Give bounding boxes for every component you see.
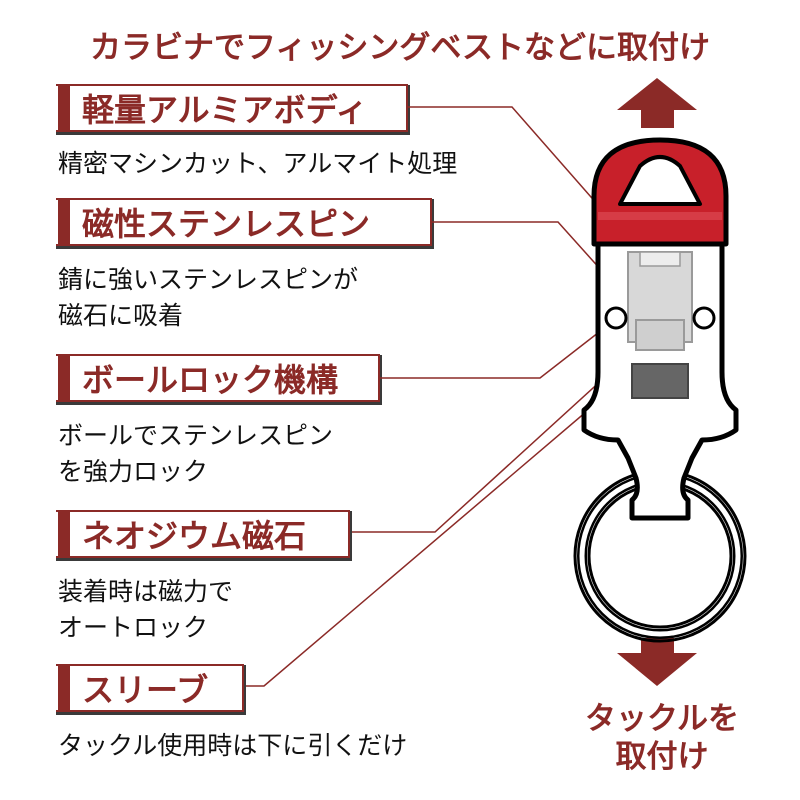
leader-line-magnet <box>352 377 605 533</box>
feature-desc-line: オートロック <box>58 613 209 642</box>
feature-desc-magnet: 装着時は磁力で オートロック <box>58 574 233 646</box>
feature-desc-sleeve: タックル使用時は下に引くだけ <box>58 728 407 764</box>
lock-ball <box>604 306 628 330</box>
feature-title-ball-lock: ボールロック機構 <box>82 361 339 399</box>
leader-line-sleeve <box>246 399 601 687</box>
bottom-label-line: 取付け <box>615 739 709 775</box>
feature-box-body: 軽量アルミアボディ <box>56 84 408 132</box>
feature-desc-line: を強力ロック <box>58 457 209 486</box>
bottom-label: タックルを 取付け <box>562 700 762 776</box>
feature-desc-line: 磁石に吸着 <box>58 301 184 330</box>
feature-title-magnet: ネオジウム磁石 <box>82 517 307 555</box>
feature-box-ball-lock: ボールロック機構 <box>56 354 380 402</box>
feature-title-pin: 磁性ステンレスピン <box>82 205 371 243</box>
feature-desc-body: 精密マシンカット、アルマイト処理 <box>58 146 457 182</box>
feature-desc-ball-lock: ボールでステンレスピン を強力ロック <box>58 418 333 490</box>
carabiner-hole <box>618 155 702 206</box>
lock-ball <box>692 306 716 330</box>
leader-line-body <box>408 106 599 206</box>
down-arrow-icon <box>617 638 697 686</box>
headline: カラビナでフィッシングベストなどに取付け <box>90 30 710 66</box>
leader-lines <box>246 106 629 687</box>
stainless-pin <box>627 251 693 351</box>
feature-desc-line: タックル使用時は下に引くだけ <box>58 731 408 760</box>
feature-title-body: 軽量アルミアボディ <box>82 91 368 129</box>
feature-title-sleeve: スリーブ <box>82 671 209 709</box>
body-highlight <box>598 212 722 220</box>
feature-desc-line: 装着時は磁力で <box>58 577 234 606</box>
feature-desc-line: 精密マシンカット、アルマイト処理 <box>58 149 458 178</box>
leader-line-ball-lock <box>380 321 613 379</box>
feature-desc-line: ボールでステンレスピン <box>58 421 334 450</box>
feature-desc-line: 錆に強いステンレスピンが <box>58 265 359 294</box>
neodymium-magnet <box>631 363 689 399</box>
bottom-label-line: タックルを <box>584 701 740 737</box>
feature-desc-pin: 錆に強いステンレスピンが 磁石に吸着 <box>58 262 358 334</box>
up-arrow-icon <box>617 78 697 128</box>
